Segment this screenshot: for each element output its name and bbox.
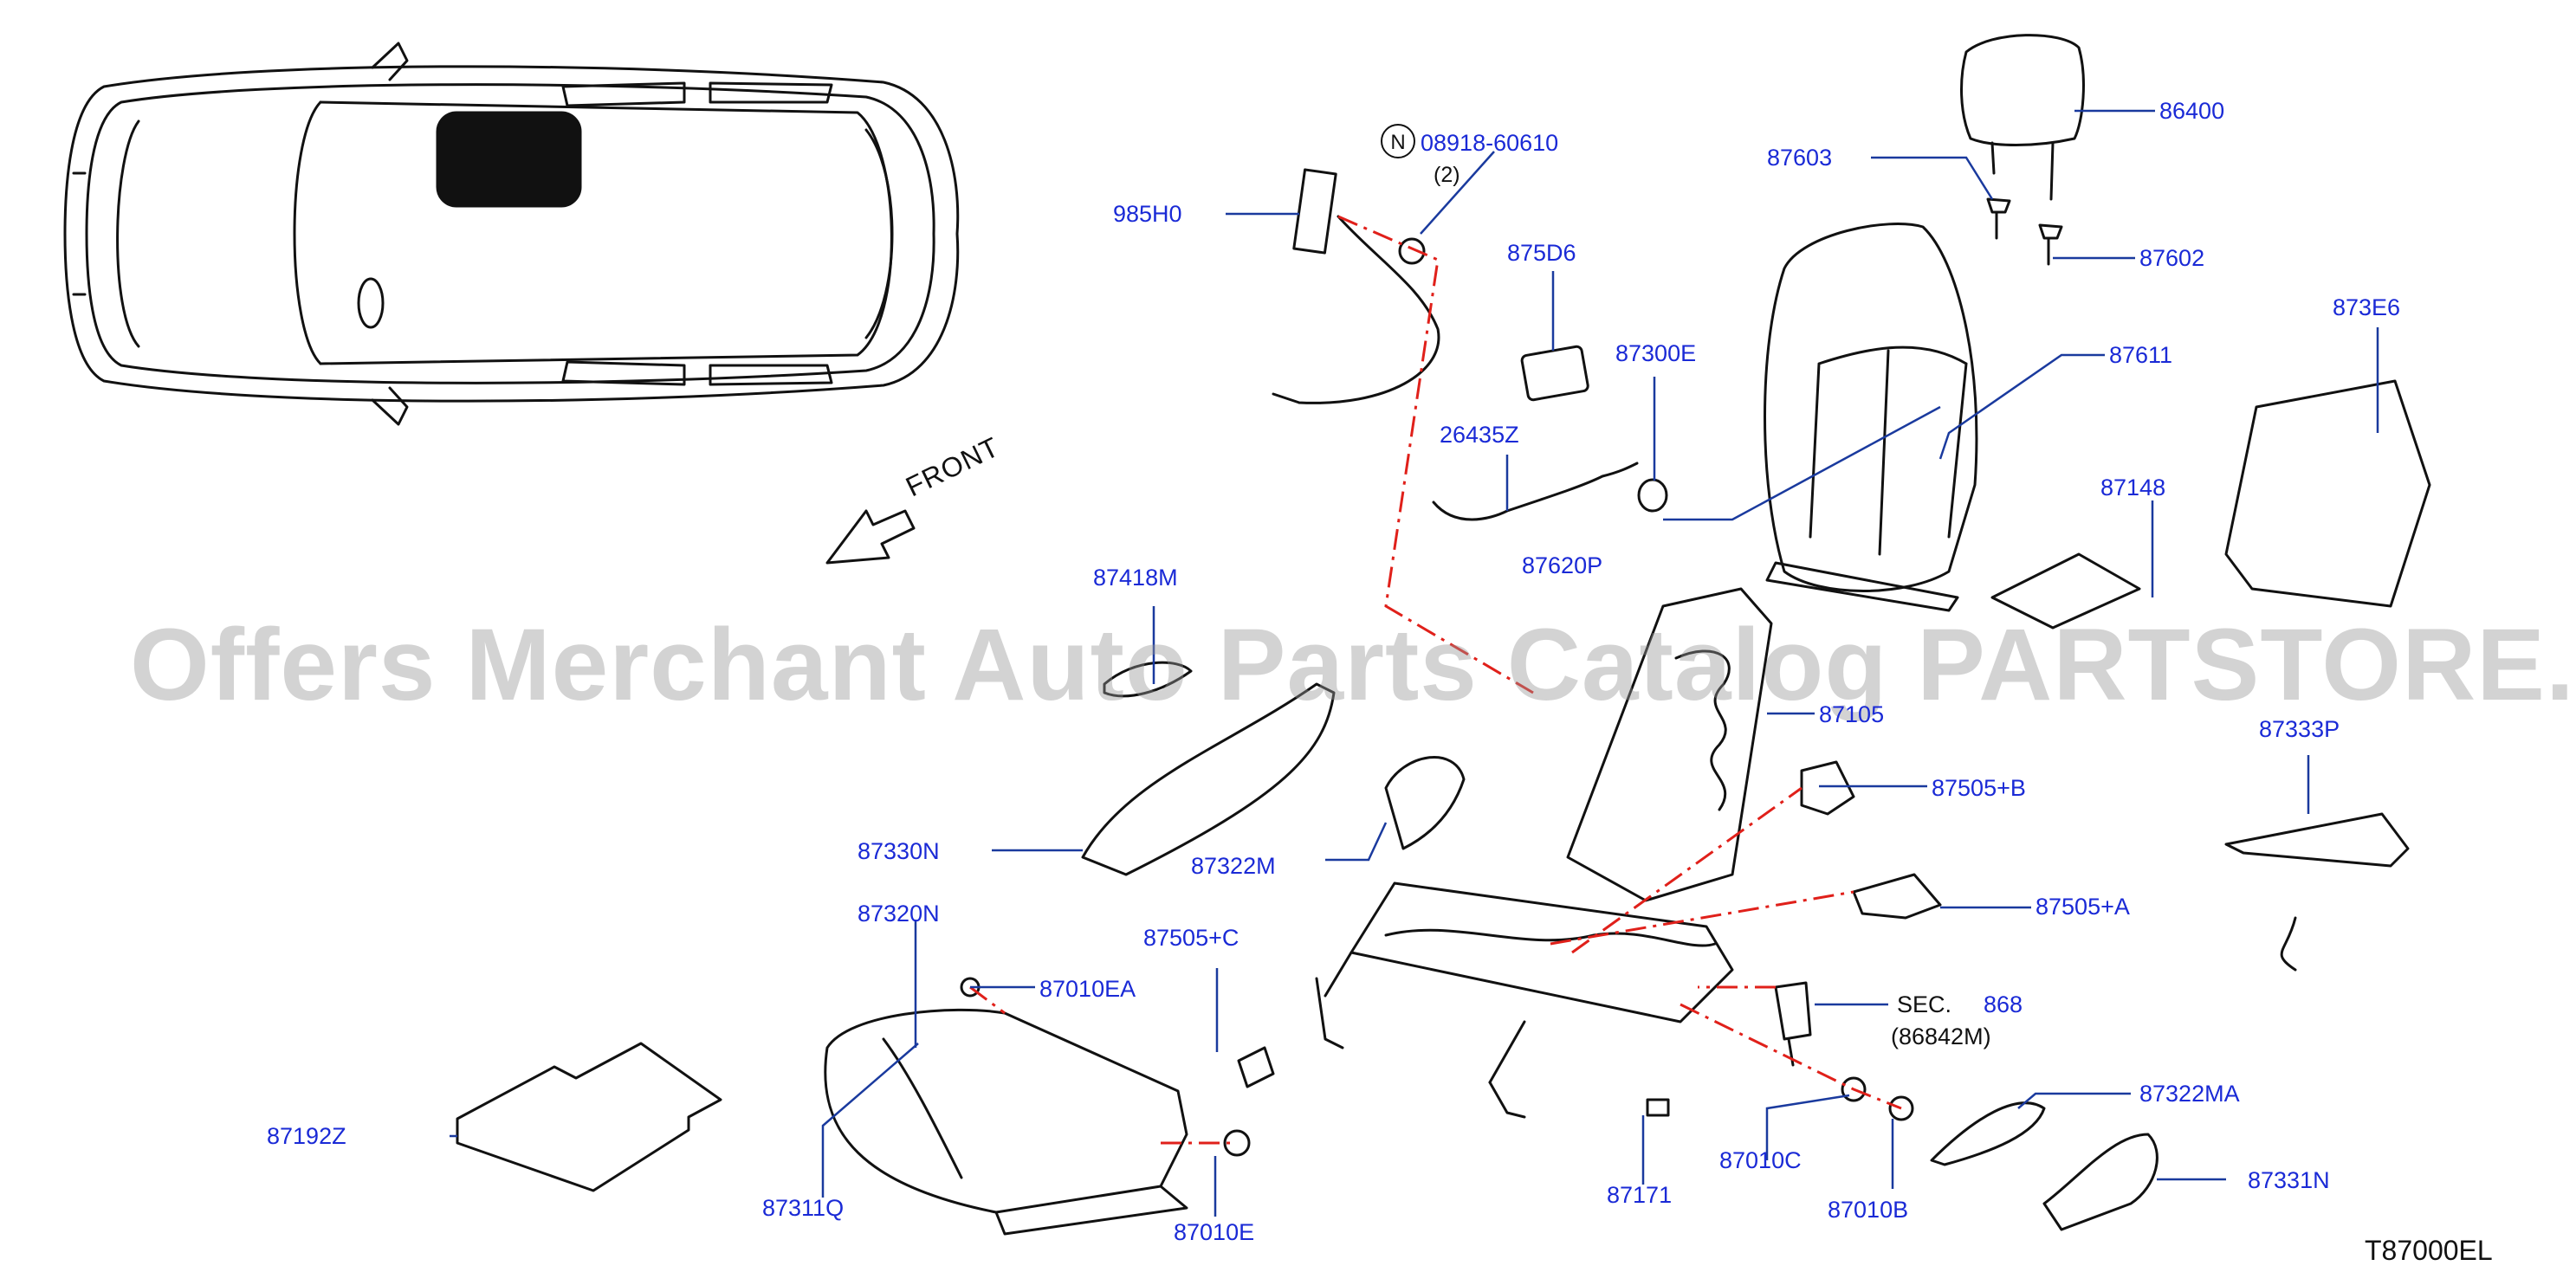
bracket-c-icon	[1237, 1046, 1275, 1088]
part-87505-a[interactable]: 87505+A	[2036, 894, 2130, 920]
wire-harness-icon	[1432, 462, 1639, 521]
headrest-icon	[1960, 34, 2085, 201]
part-87192Z[interactable]: 87192Z	[267, 1123, 346, 1149]
clip-icon	[1637, 478, 1668, 513]
clip-e-icon	[1223, 1129, 1251, 1157]
part-87300E[interactable]: 87300E	[1615, 340, 1697, 366]
part-87105[interactable]: 87105	[1819, 701, 1885, 727]
part-875D6[interactable]: 875D6	[1507, 240, 1576, 266]
washer-icon	[1841, 1076, 1867, 1102]
part-86842M: (86842M)	[1891, 1023, 1991, 1049]
note-n-icon: N	[1381, 124, 1415, 158]
part-873E6[interactable]: 873E6	[2333, 294, 2401, 320]
bracket-a-icon	[1852, 873, 1942, 920]
part-26435Z[interactable]: 26435Z	[1440, 422, 1519, 448]
seat-mat-icon	[1990, 552, 2141, 630]
seat-belt-buckle-icon	[1774, 981, 1812, 1067]
leader-lines	[450, 109, 2379, 1217]
part-87602[interactable]: 87602	[2139, 245, 2205, 271]
diagram-code: T87000EL	[2365, 1235, 2493, 1266]
part-87505-b[interactable]: 87505+B	[1932, 775, 2026, 801]
sec-prefix: SEC.	[1897, 991, 1952, 1017]
headrest-guide-icon	[1986, 197, 2011, 240]
front-arrow-icon	[825, 509, 916, 565]
bracket-b-icon	[1800, 760, 1855, 816]
part-87333P[interactable]: 87333P	[2259, 716, 2340, 742]
lever-icon	[2224, 812, 2410, 972]
assembly-lines	[969, 215, 1902, 1145]
seat-pad-sheet-icon	[456, 1042, 722, 1192]
watermark: Offers Merchant Auto Parts Catalog PARTS…	[130, 608, 2576, 722]
seat-frame-icon	[1315, 587, 1773, 1119]
recliner-knob-icon	[1103, 661, 1193, 698]
part-87010EA[interactable]: 87010EA	[1039, 976, 1136, 1002]
part-868[interactable]: 868	[1984, 991, 2023, 1017]
part-87010E[interactable]: 87010E	[1174, 1219, 1255, 1245]
part-87010B[interactable]: 87010B	[1828, 1197, 1909, 1223]
part-87418M[interactable]: 87418M	[1093, 565, 1178, 591]
part-87330N[interactable]: 87330N	[858, 838, 940, 864]
part-87505-c[interactable]: 87505+C	[1143, 925, 1239, 951]
part-08918-quantity: (2)	[1434, 163, 1460, 187]
part-87148[interactable]: 87148	[2100, 475, 2166, 500]
part-87620P[interactable]: 87620P	[1522, 552, 1603, 578]
nut-icon	[1888, 1095, 1914, 1121]
part-86400[interactable]: 86400	[2159, 98, 2225, 124]
cover-icon	[1384, 756, 1466, 850]
headrest-guide-lock-icon	[2038, 223, 2063, 266]
part-87320N[interactable]: 87320N	[858, 901, 940, 927]
harness-sensor-icon	[1272, 168, 1440, 404]
bushing-icon	[1646, 1098, 1670, 1117]
part-87322M[interactable]: 87322M	[1191, 853, 1276, 879]
part-87611[interactable]: 87611	[2109, 342, 2173, 368]
part-87171[interactable]: 87171	[1607, 1182, 1673, 1208]
part-87603[interactable]: 87603	[1767, 145, 1833, 171]
cover-a-icon	[1930, 1101, 2046, 1166]
part-87331N[interactable]: 87331N	[2248, 1167, 2330, 1193]
part-87010C[interactable]: 87010C	[1719, 1147, 1802, 1173]
control-unit-icon	[1520, 345, 1589, 402]
side-shield-icon	[1081, 682, 1336, 876]
seat-cushion-icon	[824, 1008, 1188, 1236]
cover-n-icon	[2042, 1133, 2159, 1231]
seatback-pad-icon	[2224, 379, 2431, 608]
vehicle-top-view-icon	[63, 42, 960, 426]
part-08918-60610[interactable]: 08918-60610	[1421, 130, 1559, 156]
part-985H0[interactable]: 985H0	[1113, 201, 1182, 227]
part-87311Q[interactable]: 87311Q	[762, 1195, 845, 1221]
seatback-trim-icon	[1764, 223, 1978, 612]
part-87322MA[interactable]: 87322MA	[2139, 1081, 2240, 1107]
